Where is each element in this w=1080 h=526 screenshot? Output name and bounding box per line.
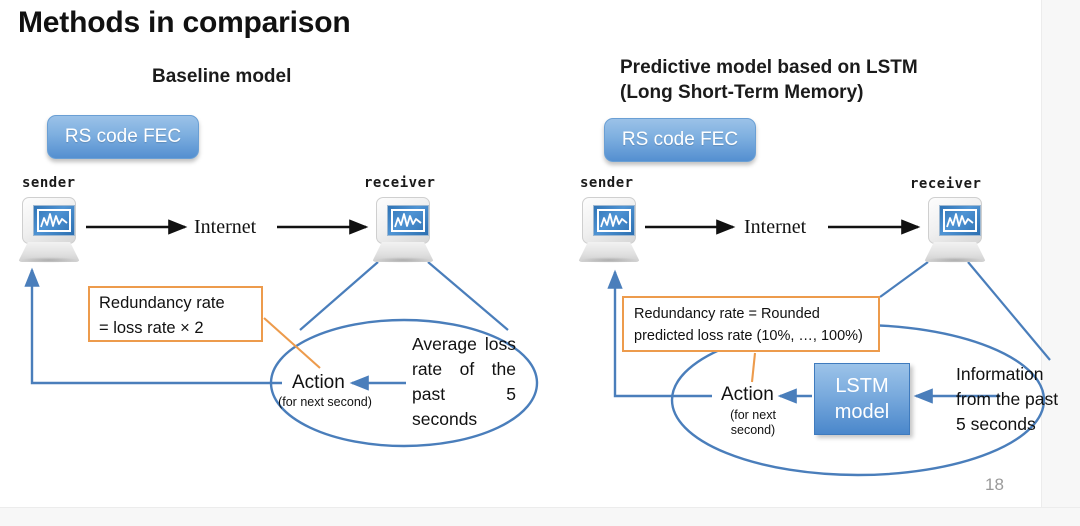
monitor-shadow <box>580 257 638 263</box>
monitor-shadow <box>374 257 432 263</box>
receiver-label-right: receiver <box>910 176 982 192</box>
redundancy-rate-callout-left: Redundancy rate = loss rate × 2 <box>88 286 263 342</box>
information-text-right: Information from the past 5 seconds <box>956 364 1059 434</box>
action-sublabel-right: (for next second) <box>730 408 776 437</box>
receiver-tether-a-right <box>879 261 929 298</box>
rs-code-fec-button-right[interactable]: RS code FEC <box>604 118 756 162</box>
action-sublabel-left: (for next second) <box>278 395 372 409</box>
monitor-shadow <box>926 257 984 263</box>
receiver-tether-b-left <box>427 261 509 331</box>
left-panel-heading: Baseline model <box>152 66 292 87</box>
redundancy-rate-callout-right: Redundancy rate = Rounded predicted loss… <box>622 296 880 352</box>
monitor-case <box>22 197 76 244</box>
callout-leader-right <box>750 352 757 383</box>
page-number: 18 <box>985 475 1004 494</box>
slide-bottom-margin <box>0 507 1080 526</box>
monitor-case <box>582 197 636 244</box>
monitor-shadow <box>20 257 78 263</box>
callout-leader-left <box>263 317 321 369</box>
monitor-stand <box>372 242 434 262</box>
receiver-tether-a-left <box>299 261 379 331</box>
receiver-label-left: receiver <box>364 175 436 191</box>
internet-label-right: Internet <box>744 216 807 238</box>
internet-label-left: Internet <box>194 216 257 238</box>
monitor-case <box>376 197 430 244</box>
monitor-stand <box>18 242 80 262</box>
action-label-right: Action <box>721 384 774 405</box>
right-panel-heading: Predictive model based on LSTM (Long Sho… <box>620 57 918 103</box>
computer-monitor-icon <box>924 197 986 263</box>
action-label-left: Action <box>292 372 345 393</box>
computer-monitor-icon <box>578 197 640 263</box>
monitor-stand <box>578 242 640 262</box>
waveform-icon <box>387 205 429 236</box>
waveform-icon <box>33 205 75 236</box>
sender-label-left: sender <box>22 175 76 191</box>
monitor-stand <box>924 242 986 262</box>
lstm-model-box[interactable]: LSTM model <box>814 363 910 435</box>
computer-monitor-icon <box>18 197 80 263</box>
sender-label-right: sender <box>580 175 634 191</box>
page-title: Methods in comparison <box>18 6 351 39</box>
loss-rate-text-left: Average loss rate of the past 5 seconds <box>412 334 516 429</box>
waveform-icon <box>593 205 635 236</box>
computer-monitor-icon <box>372 197 434 263</box>
rs-code-fec-button-left[interactable]: RS code FEC <box>47 115 199 159</box>
waveform-icon <box>939 205 981 236</box>
receiver-tether-b-right <box>967 261 1051 361</box>
slide-right-margin <box>1041 0 1080 526</box>
monitor-case <box>928 197 982 244</box>
